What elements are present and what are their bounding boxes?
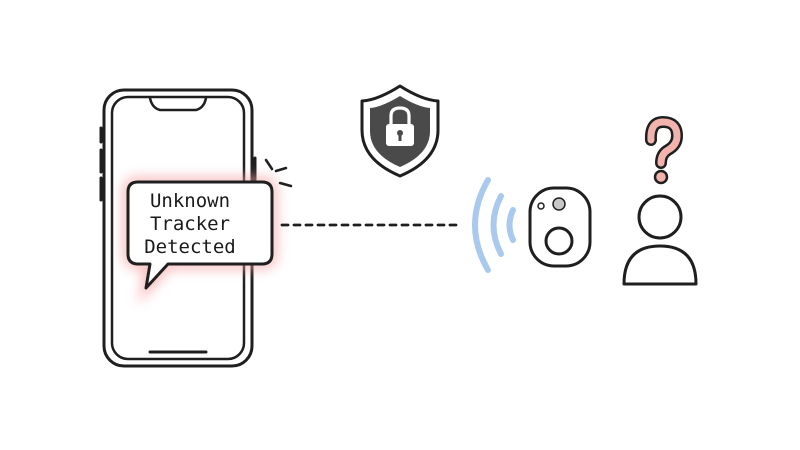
shield-lock-icon [360, 84, 440, 178]
alert-bubble: Unknown Tracker Detected [123, 177, 277, 304]
alert-burst-icon [264, 158, 293, 188]
alert-bubble-outline [126, 180, 274, 290]
question-mark-icon [644, 116, 683, 185]
alert-line-3: Detected [144, 236, 236, 258]
alert-line-2: Tracker [150, 213, 230, 235]
bluetooth-tracker-icon [528, 186, 592, 268]
wireless-signal-icon [472, 177, 516, 273]
alert-line-1: Unknown [150, 190, 230, 212]
person-icon [622, 194, 698, 286]
